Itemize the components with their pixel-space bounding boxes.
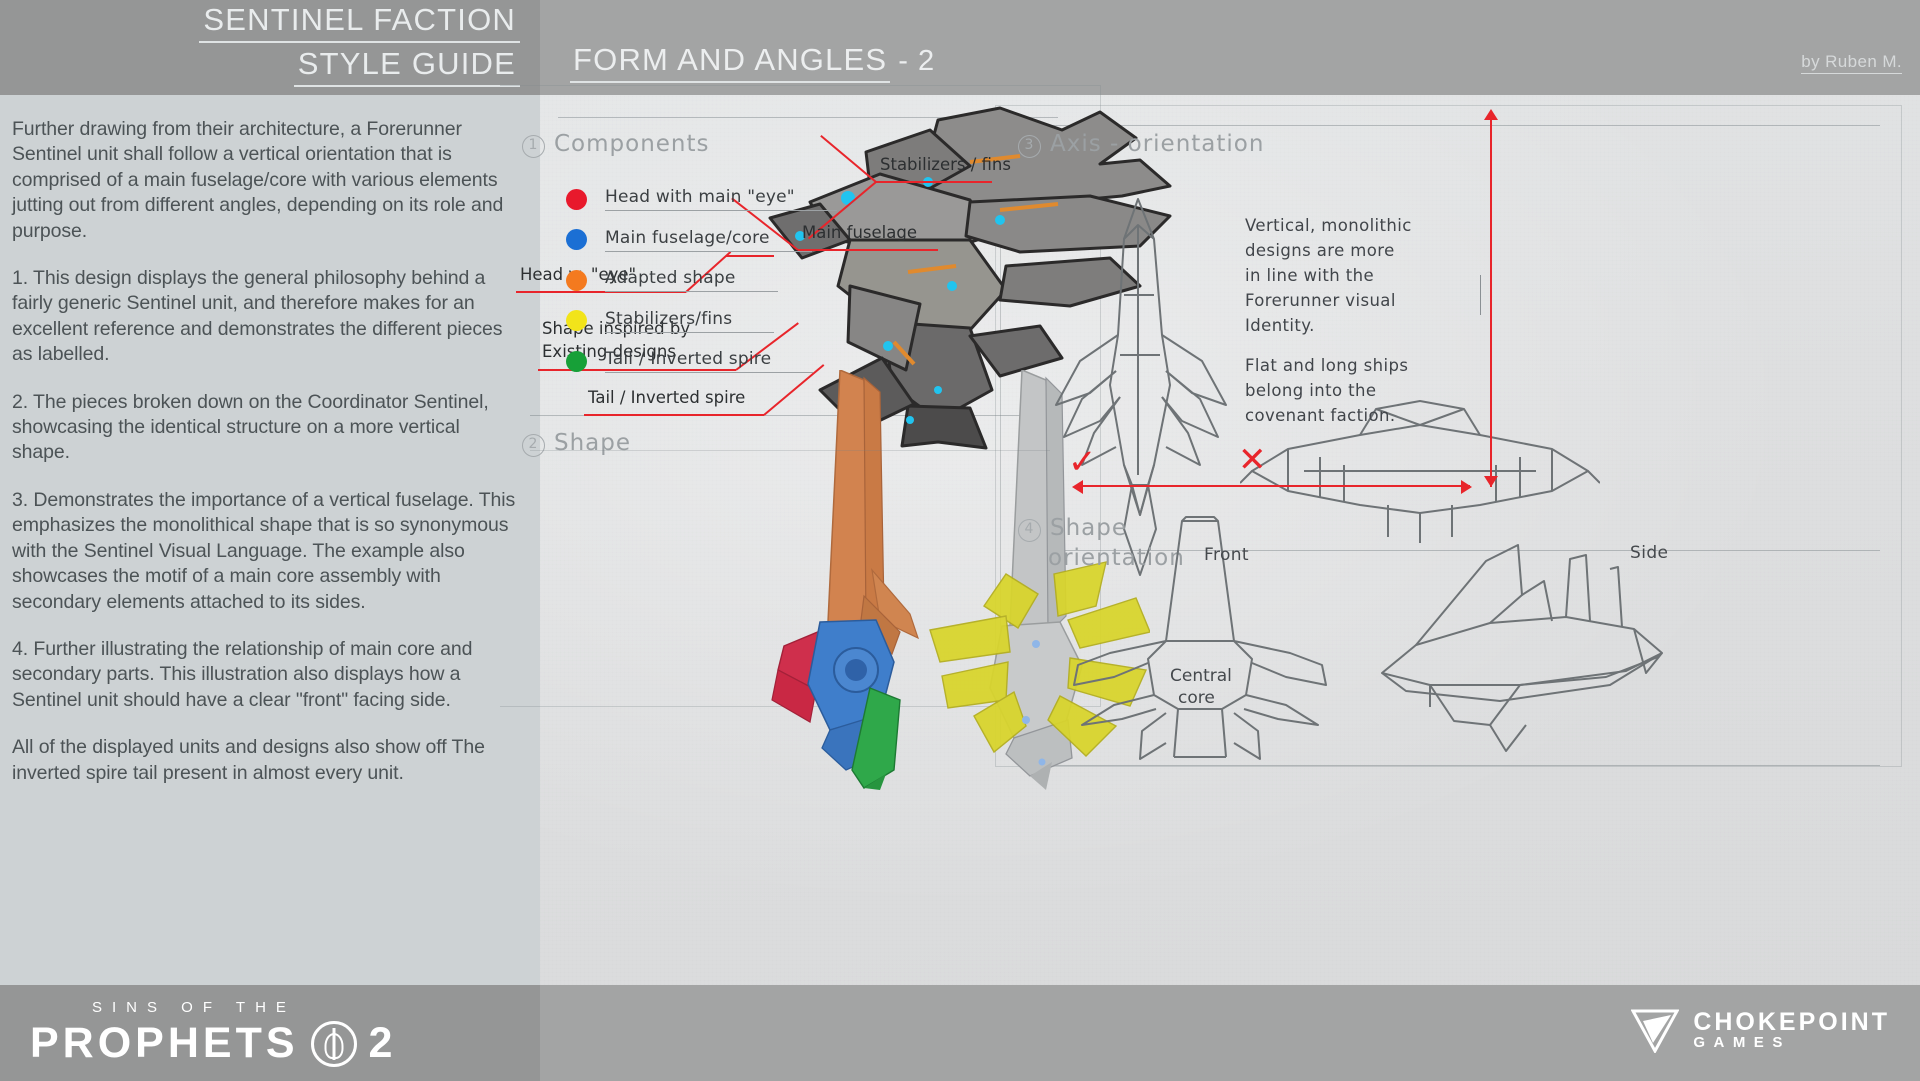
panel-title-shape: 2 Shape bbox=[522, 430, 631, 457]
page-footer: SINS OF THE PROPHETS 2 CHOKEPOINT GAMES bbox=[0, 985, 1920, 1081]
orientation-front-label: Front bbox=[1204, 545, 1249, 565]
title-line-2: STYLE GUIDE bbox=[293, 46, 520, 87]
studio-name: CHOKEPOINT bbox=[1693, 1008, 1890, 1036]
callout-tail-label: Tail / Inverted spire bbox=[588, 388, 746, 407]
divider-axis-top bbox=[1020, 125, 1880, 126]
panel-label-orientation-2: orientation bbox=[1048, 545, 1185, 571]
description-sidebar: Further drawing from their architecture,… bbox=[0, 95, 540, 985]
axis-note-vertical: Vertical, monolithic designs are more in… bbox=[1245, 216, 1412, 335]
sidebar-paragraph: 4. Further illustrating the relationship… bbox=[12, 637, 473, 711]
orientation-side-label: Side bbox=[1630, 543, 1669, 563]
callout-shape-underline bbox=[538, 369, 736, 371]
callout-stabilizers-label: Stabilizers / fins bbox=[880, 155, 1011, 174]
orientation-front-view-sketch: Central core bbox=[1073, 516, 1327, 760]
legend-item: Main fuselage/core bbox=[566, 228, 837, 252]
callout-fuselage-label: Main fuselage bbox=[802, 223, 917, 242]
game-tagline: SINS OF THE bbox=[92, 999, 296, 1016]
subtitle-number: - 2 bbox=[898, 45, 936, 77]
axis-arrow-vertical-head-top bbox=[1484, 109, 1498, 120]
header-left-band bbox=[0, 0, 540, 95]
sidebar-paragraph: 2. The pieces broken down on the Coordin… bbox=[12, 390, 489, 464]
callout-stabilizers-underline bbox=[876, 181, 992, 183]
axis-flat-ship-sketch bbox=[1240, 400, 1600, 543]
shape-greyscale-model bbox=[929, 370, 1150, 790]
chokepoint-chevron-icon bbox=[1631, 1009, 1680, 1053]
panel-label-components: Components bbox=[554, 131, 710, 157]
callout-head-underline bbox=[516, 291, 686, 293]
divider-orientation-bottom bbox=[1040, 765, 1880, 766]
studio-logo: CHOKEPOINT GAMES bbox=[1631, 1007, 1890, 1053]
central-core-label-line2: core bbox=[1178, 688, 1215, 708]
footer-left-band bbox=[0, 985, 540, 1081]
callout-tail-underline bbox=[584, 414, 764, 416]
panel-number-4: 4 bbox=[1018, 519, 1041, 542]
author-credit: by Ruben M. bbox=[1801, 52, 1902, 74]
axis-note-flat: Flat and long ships belong into the cove… bbox=[1245, 356, 1409, 425]
legend-label: Tail / Inverted spire bbox=[605, 349, 814, 373]
axis-check-mark: ✓ bbox=[1068, 443, 1097, 481]
sidebar-paragraph: Further drawing from their architecture,… bbox=[12, 118, 504, 242]
canvas-vignette bbox=[540, 95, 1920, 985]
axis-arrow-vertical bbox=[1490, 117, 1492, 487]
legend-item: Adapted shape bbox=[566, 268, 837, 292]
legend-swatch-fuselage bbox=[566, 229, 587, 250]
legend-item: Stabilizers/fins bbox=[566, 309, 837, 333]
panel-number-3: 3 bbox=[1018, 135, 1041, 158]
axis-arrow-horizontal-head-right bbox=[1461, 480, 1472, 494]
legend-label: Stabilizers/fins bbox=[605, 309, 775, 333]
studio-subtitle: GAMES bbox=[1693, 1034, 1791, 1052]
title-line-1: SENTINEL FACTION bbox=[199, 2, 520, 43]
sidebar-paragraph: 1. This design displays the general phil… bbox=[12, 267, 503, 366]
legend-item: Head with main "eye" bbox=[566, 187, 837, 211]
game-sequel-number: 2 bbox=[368, 1019, 395, 1067]
callout-fuselage-underline bbox=[798, 249, 938, 251]
page-subtitle: FORM AND ANGLES- 2 bbox=[570, 42, 935, 83]
document-title: SENTINEL FACTION STYLE GUIDE bbox=[0, 2, 520, 90]
divider-vertical-center bbox=[1000, 107, 1001, 747]
shape-colored-model bbox=[771, 370, 920, 790]
legend-item: Tail / Inverted spire bbox=[566, 349, 837, 373]
panel-frame-axis bbox=[995, 105, 1902, 767]
legend-label: Adapted shape bbox=[605, 268, 778, 292]
axis-vertical-ship-sketch bbox=[1055, 198, 1227, 576]
forerunner-sigil-icon bbox=[310, 1020, 357, 1067]
sidebar-paragraph: All of the displayed units and designs a… bbox=[12, 736, 485, 784]
panel-title-orientation: 4 Shape orientation bbox=[1018, 513, 1185, 573]
shape-horizon-line bbox=[530, 450, 1050, 451]
panel-label-orientation-1: Shape bbox=[1050, 515, 1128, 541]
legend-swatch-head bbox=[566, 188, 587, 210]
legend-swatch-tail bbox=[566, 350, 587, 372]
panel-title-axis: 3 Axis - orientation bbox=[1018, 131, 1264, 158]
page-header: SENTINEL FACTION STYLE GUIDE FORM AND AN… bbox=[0, 0, 1920, 95]
game-logo: PROPHETS 2 bbox=[30, 1019, 394, 1068]
divider-shape bbox=[530, 415, 1050, 416]
legend-label: Head with main "eye" bbox=[605, 187, 837, 211]
panel-number-2: 2 bbox=[522, 434, 545, 457]
panel-number-1: 1 bbox=[522, 135, 545, 158]
panel-label-axis: Axis - orientation bbox=[1050, 131, 1265, 157]
legend-swatch-adapted bbox=[566, 269, 587, 291]
legend-label: Main fuselage/core bbox=[605, 228, 812, 252]
central-core-label-line1: Central bbox=[1170, 666, 1232, 686]
panel-label-shape: Shape bbox=[554, 430, 632, 456]
axis-tick-midline bbox=[1480, 275, 1481, 315]
axis-cross-mark: ✕ bbox=[1238, 441, 1267, 479]
canvas-grid-texture bbox=[540, 95, 1920, 985]
callout-head-leader2 bbox=[726, 255, 774, 257]
orientation-side-view-sketch bbox=[1381, 544, 1663, 752]
shape-legend: Head with main "eye" Main fuselage/core … bbox=[566, 187, 837, 390]
divider-orientation bbox=[1040, 550, 1880, 551]
divider-components bbox=[558, 117, 1058, 118]
axis-arrow-horizontal-head-left bbox=[1072, 480, 1083, 494]
axis-arrow-horizontal bbox=[1080, 485, 1470, 487]
sidebar-paragraph: 3. Demonstrates the importance of a vert… bbox=[12, 488, 516, 613]
panel-title-components: 1 Components bbox=[522, 131, 710, 158]
subtitle-text: FORM AND ANGLES bbox=[570, 42, 891, 83]
legend-swatch-stabilizers bbox=[566, 310, 587, 331]
game-title: PROPHETS bbox=[30, 1019, 299, 1067]
axis-arrow-vertical-head-bottom bbox=[1484, 476, 1498, 487]
